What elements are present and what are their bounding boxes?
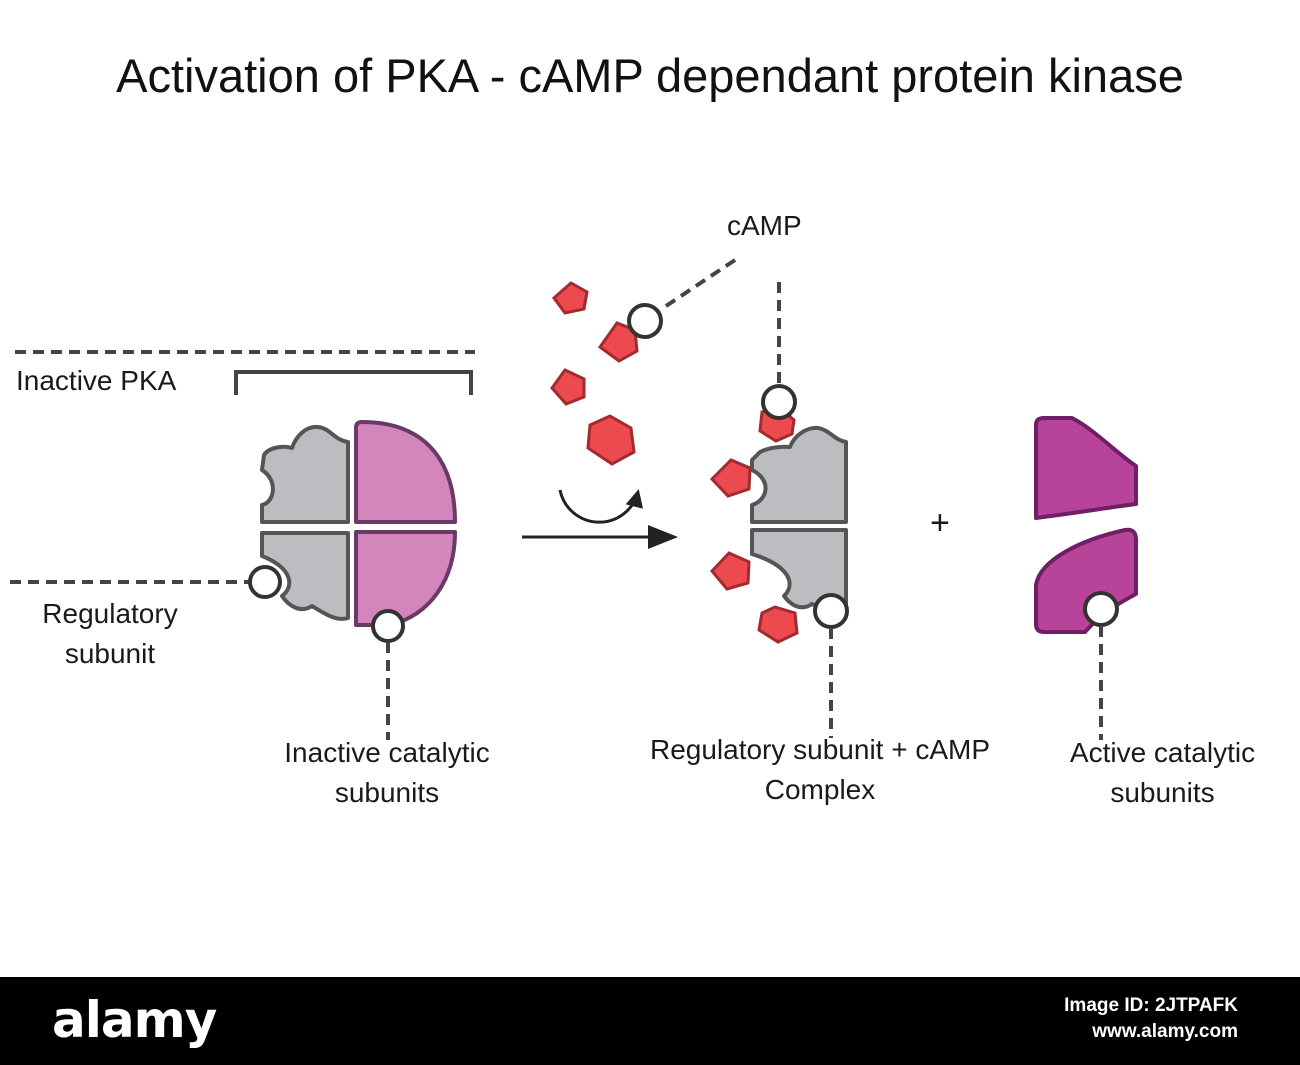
complex-regulatory-subunit-top	[750, 425, 848, 524]
watermark-info: Image ID: 2JTPAFK www.alamy.com	[1064, 993, 1238, 1045]
camp-molecule	[550, 368, 586, 406]
inactive-catalytic-subunit-top	[354, 420, 457, 524]
camp-bound-molecule	[709, 551, 751, 591]
plus-sign: +	[930, 504, 950, 542]
label-inactive-catalytic-line1: Inactive catalytic	[284, 737, 490, 768]
label-active-catalytic-line1: Active catalytic	[1069, 737, 1256, 768]
label-camp: cAMP	[727, 210, 802, 241]
label-regulatory-line2: subunit	[64, 638, 156, 669]
camp-molecule	[551, 281, 589, 315]
inactive-catalytic-pointer-dot	[371, 609, 405, 643]
label-complex: Regulatory subunit + cAMP Complex	[610, 730, 1030, 810]
camp-pointer-dot	[627, 303, 663, 339]
complex-pointer-dot	[813, 593, 849, 629]
label-active-catalytic-line2: subunits	[1110, 777, 1215, 808]
label-inactive-pka: Inactive PKA	[16, 365, 177, 396]
watermark-image-id: Image ID: 2JTPAFK	[1064, 995, 1238, 1016]
camp-bound-molecule	[757, 605, 799, 644]
label-active-catalytic: Active catalytic subunits	[1040, 733, 1285, 813]
label-complex-line1: Regulatory subunit + cAMP	[649, 734, 991, 765]
label-regulatory-line1: Regulatory	[42, 598, 178, 629]
camp-bound-molecule	[709, 458, 752, 498]
label-complex-line2: Complex	[764, 774, 876, 805]
curved-arrow	[558, 489, 644, 524]
complex-camp-pointer-dot	[761, 384, 797, 420]
active-catalytic-pointer-dot	[1083, 591, 1119, 627]
inactive-pka-bracket	[234, 370, 473, 395]
regulatory-subunit-bottom	[260, 531, 350, 621]
watermark-footer: alamy Image ID: 2JTPAFK www.alamy.com	[0, 977, 1300, 1065]
camp-molecule	[586, 414, 636, 466]
diagram-title: Activation of PKA - cAMP dependant prote…	[116, 49, 1184, 102]
regulatory-pointer-dot	[248, 565, 282, 599]
regulatory-subunit-top	[260, 424, 350, 524]
camp-pointer-line	[658, 258, 737, 312]
inactive-catalytic-subunit-bottom	[354, 530, 457, 627]
watermark-site: www.alamy.com	[1092, 1021, 1238, 1042]
pka-activation-diagram	[10, 258, 1138, 740]
label-inactive-catalytic: Inactive catalytic subunits	[242, 733, 532, 813]
label-regulatory-subunit: Regulatory subunit	[10, 594, 210, 674]
active-catalytic-subunit-top	[1034, 416, 1138, 520]
label-inactive-catalytic-line2: subunits	[334, 777, 440, 808]
watermark-brand: alamy	[52, 991, 217, 1049]
